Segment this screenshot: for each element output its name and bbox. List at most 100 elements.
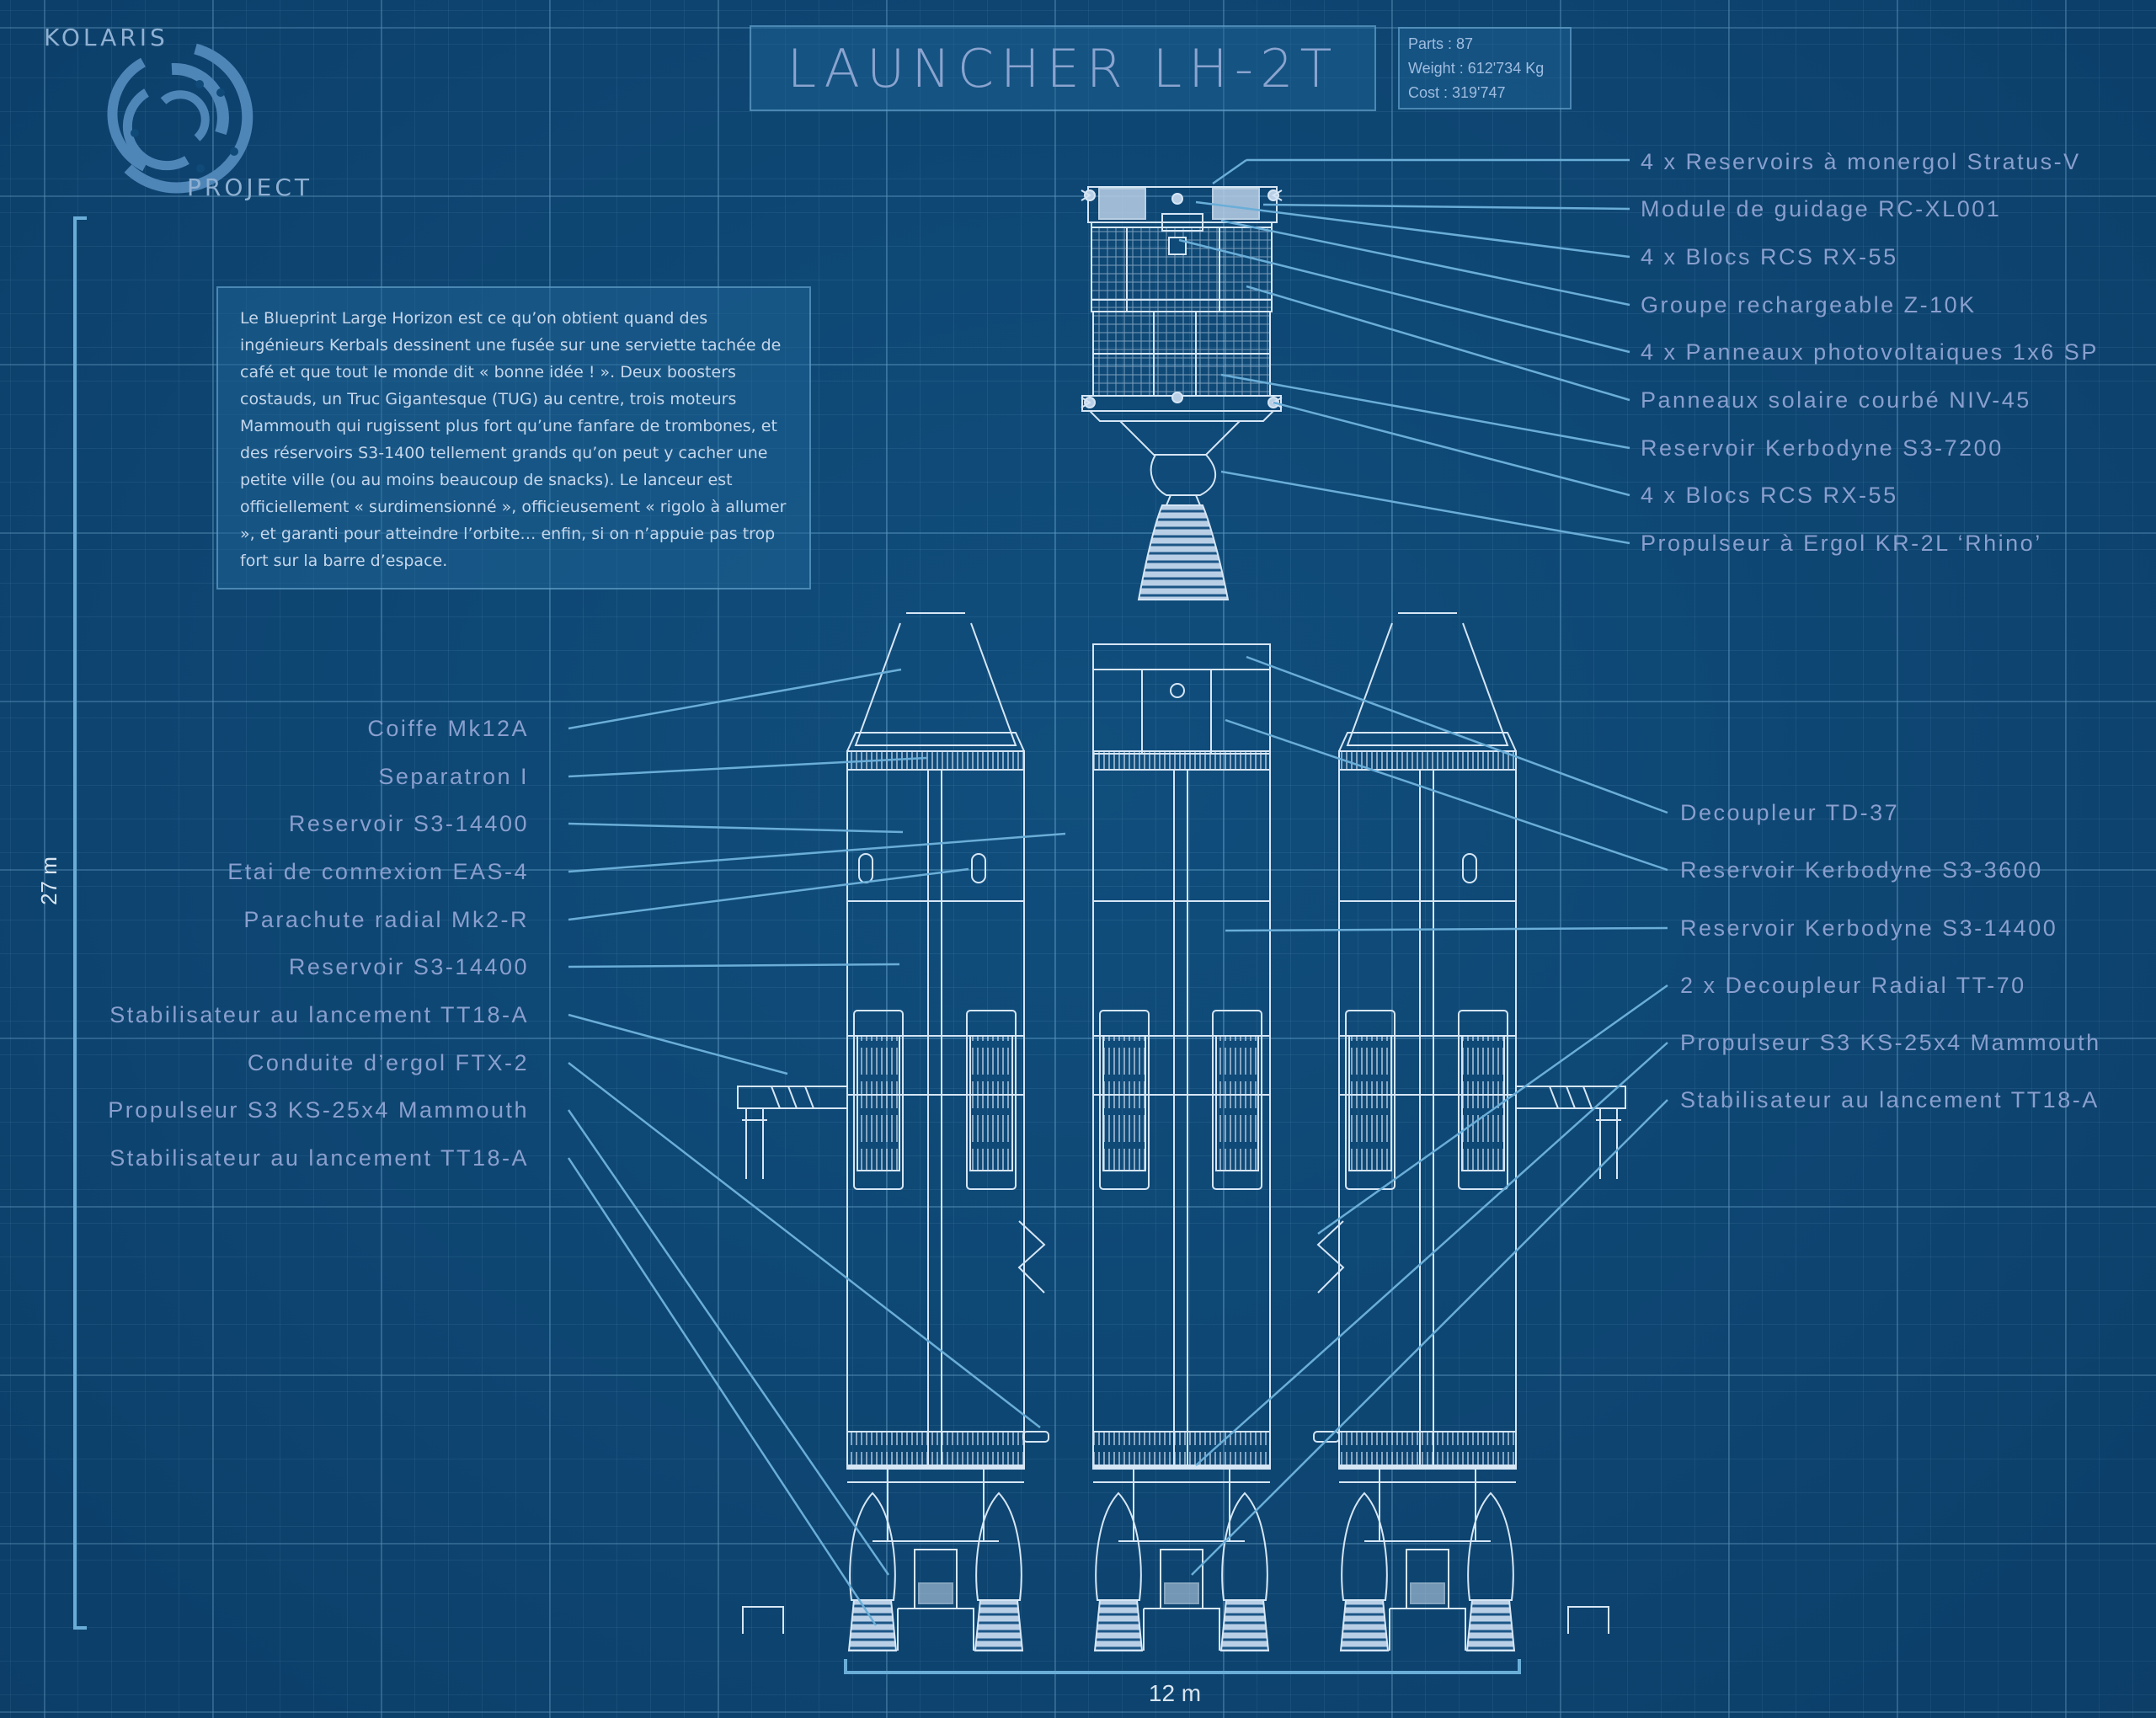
part-label: Propulseur S3 KS-25x4 Mammouth xyxy=(1680,1030,2101,1055)
part-label: Decoupleur TD-37 xyxy=(1680,800,1900,825)
leader-line xyxy=(1317,984,1668,1235)
launch-stabiliser xyxy=(737,1086,848,1179)
weight-value: Weight : 612'734 Kg xyxy=(1408,60,1545,77)
part-label: Reservoir Kerbodyne S3-3600 xyxy=(1680,857,2043,883)
part-label: Stabilisateur au lancement TT18-A xyxy=(1680,1087,2100,1112)
leader-line xyxy=(568,832,1066,873)
height-dimension-label: 27 m xyxy=(36,856,61,905)
leader-line xyxy=(567,1109,890,1576)
ribbed-panel xyxy=(1099,1010,1150,1190)
leader-line xyxy=(1246,285,1630,402)
upper-stage xyxy=(1081,186,1283,600)
engine-mount-ring xyxy=(1092,1431,1271,1468)
ribbed-panel xyxy=(1212,1010,1262,1190)
leader-line xyxy=(1212,158,1247,185)
leader-line xyxy=(1195,1042,1668,1466)
cost-value: Cost : 319'747 xyxy=(1408,84,1506,101)
leader-line xyxy=(568,1062,1041,1428)
engine-turbopump xyxy=(1150,454,1217,496)
core-stage xyxy=(1092,643,1271,1651)
leader-line xyxy=(1178,238,1630,354)
leader-line xyxy=(568,822,904,834)
part-label: 4 x Blocs RCS RX-55 xyxy=(1641,483,1898,508)
mammoth-nozzle xyxy=(1465,1599,1516,1651)
part-label: Reservoir Kerbodyne S3-14400 xyxy=(1680,915,2058,941)
leader-line xyxy=(1262,203,1630,211)
leader-line xyxy=(1225,718,1668,872)
leader-line xyxy=(1246,655,1668,814)
leader-line xyxy=(568,867,969,921)
radial-decoupler xyxy=(1017,1220,1046,1294)
description-panel: Le Blueprint Large Horizon est ce qu’on … xyxy=(216,286,811,590)
part-label: Stabilisateur au lancement TT18-A xyxy=(109,1145,529,1171)
mammoth-nozzle xyxy=(847,1599,898,1651)
leader-line xyxy=(1225,926,1668,932)
separatron-ring xyxy=(1092,750,1271,771)
leader-line xyxy=(1220,219,1630,307)
decoupler-td-37 xyxy=(1092,643,1271,670)
description-text: Le Blueprint Large Horizon est ce qu’on … xyxy=(240,309,787,570)
leader-line xyxy=(1191,1099,1668,1576)
part-label: Coiffe Mk12A xyxy=(367,716,529,741)
monoprop-tank-right xyxy=(1212,188,1260,220)
leader-lines xyxy=(567,158,1668,1626)
leader-line xyxy=(568,756,927,778)
ground-clamp-left xyxy=(742,1606,784,1634)
left-booster xyxy=(846,612,1025,1651)
radial-parachute xyxy=(971,853,986,883)
part-label: Conduite d’ergol FTX-2 xyxy=(247,1050,529,1075)
part-label: 4 x Panneaux photovoltaiques 1x6 SP xyxy=(1641,339,2099,365)
right-booster xyxy=(1338,612,1517,1651)
part-label: 4 x Reservoirs à monergol Stratus-V xyxy=(1641,149,2081,174)
parts-count: Parts : 87 xyxy=(1408,35,1474,52)
fuel-tank-s3-14400 xyxy=(846,769,1025,1470)
mammoth-nozzle xyxy=(1339,1599,1390,1651)
part-label: Reservoir Kerbodyne S3-7200 xyxy=(1641,435,2004,461)
radial-decoupler xyxy=(1316,1220,1345,1294)
fuel-duct-cap xyxy=(1022,1431,1049,1443)
part-label: Propulseur à Ergol KR-2L ‘Rhino’ xyxy=(1641,531,2042,556)
width-dimension-bracket xyxy=(844,1659,1521,1674)
fuel-tank-s3-14400 xyxy=(1338,769,1517,1470)
engine-mount-ring xyxy=(1338,1431,1517,1468)
ground-clamp-right xyxy=(1567,1606,1609,1634)
part-label: Separatron I xyxy=(378,764,529,789)
engine-mount-ring xyxy=(846,1431,1025,1468)
ribbed-panel xyxy=(1345,1010,1396,1190)
mammoth-nozzle xyxy=(1219,1599,1270,1651)
title-panel: LAUNCHER LH-2T xyxy=(750,25,1376,111)
part-label: Reservoir S3-14400 xyxy=(288,954,529,979)
ribbed-panel xyxy=(966,1010,1017,1190)
launch-stabiliser xyxy=(1515,1086,1626,1179)
engine-mount xyxy=(1119,420,1241,456)
part-label: Panneaux solaire courbé NIV-45 xyxy=(1641,387,2031,413)
part-label: Propulseur S3 KS-25x4 Mammouth xyxy=(108,1097,529,1123)
part-label: Module de guidage RC-XL001 xyxy=(1641,196,2002,221)
part-label: Stabilisateur au lancement TT18-A xyxy=(109,1002,529,1027)
leader-line xyxy=(1220,470,1630,545)
leader-line xyxy=(568,668,902,730)
leader-line xyxy=(568,963,900,968)
fuel-tank-s3-14400 xyxy=(1092,769,1271,1470)
leader-line xyxy=(1220,373,1630,450)
mammoth-nozzle xyxy=(1093,1599,1144,1651)
brand-name-top: KOLARIS xyxy=(44,24,168,51)
nosecone-fairing xyxy=(854,622,1017,746)
radial-parachute xyxy=(858,853,873,883)
page-title: LAUNCHER LH-2T xyxy=(787,37,1339,99)
radial-parachute xyxy=(1462,853,1477,883)
booster-stacks xyxy=(737,612,1626,1651)
concentric-rings-logo-icon xyxy=(107,43,253,194)
stats-panel: Parts : 87 Weight : 612'734 Kg Cost : 31… xyxy=(1398,27,1572,109)
brand-name-bottom: PROJECT xyxy=(187,173,312,201)
ribbed-panel xyxy=(853,1010,904,1190)
part-label: 2 x Decoupleur Radial TT-70 xyxy=(1680,973,2026,998)
width-dimension-label: 12 m xyxy=(1148,1680,1202,1706)
height-dimension-bracket xyxy=(73,216,87,1630)
rhino-nozzle xyxy=(1137,504,1230,600)
mammoth-nozzle xyxy=(974,1599,1024,1651)
part-label: Etai de connexion EAS-4 xyxy=(227,859,529,884)
part-label: Groupe rechargeable Z-10K xyxy=(1641,292,1977,317)
monoprop-tank-left xyxy=(1098,188,1146,220)
